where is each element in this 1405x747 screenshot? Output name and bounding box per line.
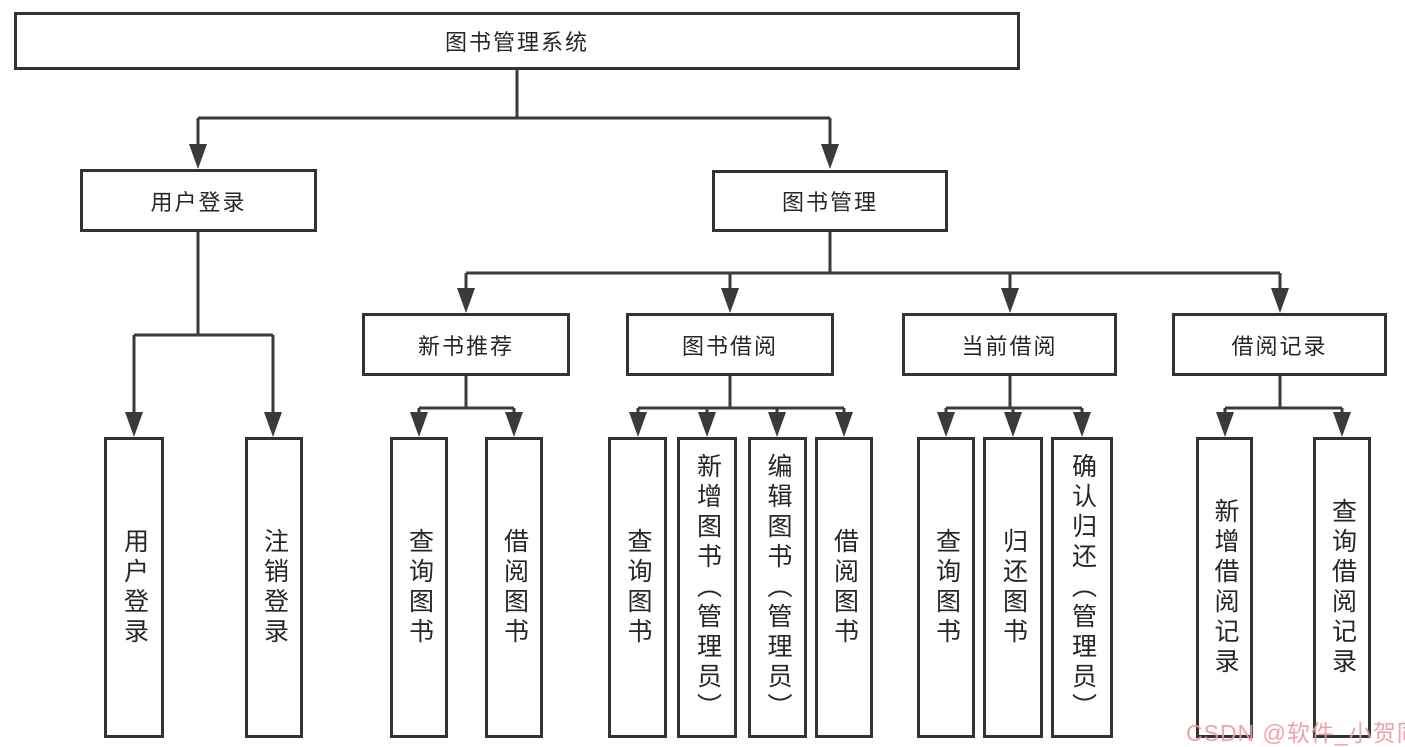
leaf-borrow-add-book-admin-label: 新增图书（管理员） xyxy=(693,452,722,723)
leaf-current-confirm-return-admin: 确认归还（管理员） xyxy=(1051,437,1113,738)
leaf-newbook-query-book-label: 查询图书 xyxy=(405,527,434,648)
node-new-book-recommend: 新书推荐 xyxy=(362,313,570,376)
node-borrow-records: 借阅记录 xyxy=(1172,313,1387,376)
leaf-logout-login: 注销登录 xyxy=(245,437,303,738)
leaf-records-add-record: 新增借阅记录 xyxy=(1196,437,1253,738)
leaf-borrow-edit-book-admin-label: 编辑图书（管理员） xyxy=(764,452,792,723)
leaf-records-query-record-label: 查询借阅记录 xyxy=(1328,497,1357,678)
leaf-current-return-book: 归还图书 xyxy=(983,437,1043,738)
leaf-borrow-query-book: 查询图书 xyxy=(608,437,667,738)
leaf-logout-login-label: 注销登录 xyxy=(260,527,289,648)
node-book-management: 图书管理 xyxy=(712,170,948,232)
node-book-borrow: 图书借阅 xyxy=(626,313,834,376)
leaf-borrow-borrow-book-label: 借阅图书 xyxy=(830,527,859,648)
csdn-watermark: CSDN @软件_小贺同学 xyxy=(1186,720,1405,746)
leaf-current-confirm-return-admin-label: 确认归还（管理员） xyxy=(1068,452,1097,723)
node-library-system: 图书管理系统 xyxy=(14,12,1020,70)
node-user-login: 用户登录 xyxy=(80,169,317,232)
leaf-borrow-query-book-label: 查询图书 xyxy=(624,527,652,648)
leaf-newbook-query-book: 查询图书 xyxy=(390,437,448,738)
node-current-borrow: 当前借阅 xyxy=(902,313,1117,376)
leaf-borrow-edit-book-admin: 编辑图书（管理员） xyxy=(748,437,807,738)
leaf-borrow-add-book-admin: 新增图书（管理员） xyxy=(677,437,737,738)
leaf-user-login-label: 用户登录 xyxy=(120,527,149,648)
leaf-current-query-book-label: 查询图书 xyxy=(932,527,961,648)
leaf-records-add-record-label: 新增借阅记录 xyxy=(1211,497,1239,678)
leaf-current-query-book: 查询图书 xyxy=(917,437,975,738)
leaf-current-return-book-label: 归还图书 xyxy=(999,527,1028,648)
leaf-records-query-record: 查询借阅记录 xyxy=(1313,437,1371,738)
leaf-user-login: 用户登录 xyxy=(104,437,164,738)
leaf-borrow-borrow-book: 借阅图书 xyxy=(815,437,873,738)
leaf-newbook-borrow-book: 借阅图书 xyxy=(485,437,543,738)
leaf-newbook-borrow-book-label: 借阅图书 xyxy=(500,527,529,648)
